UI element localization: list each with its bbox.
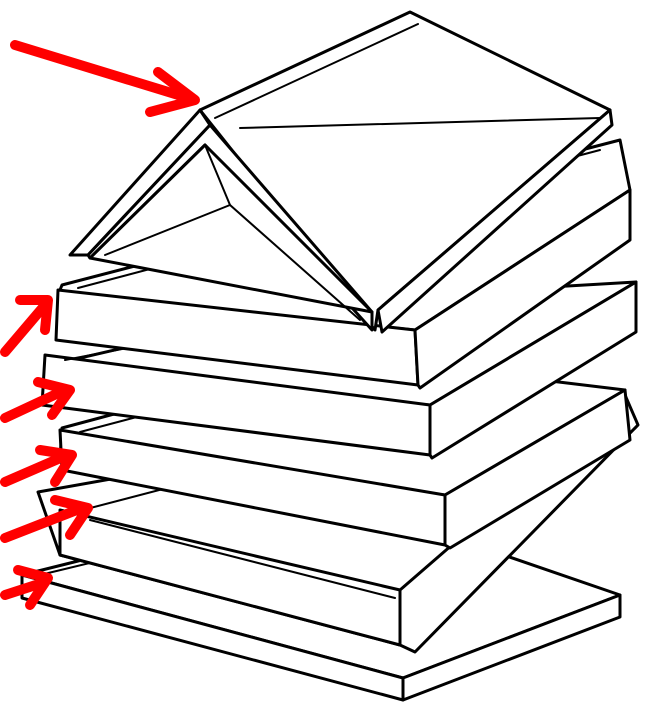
arrow-slab-1	[5, 300, 48, 352]
arrow-roof	[15, 45, 195, 112]
arrow-slab-3	[5, 450, 72, 482]
arrow-slab-2	[5, 382, 70, 418]
